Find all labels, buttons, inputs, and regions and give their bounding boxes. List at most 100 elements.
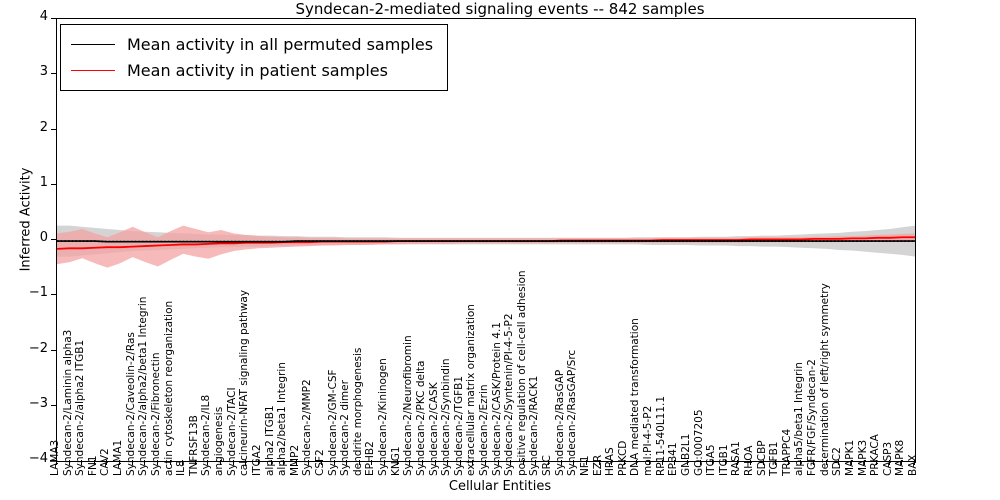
x-axis-tick: Syndecan-2/Kininogen: [377, 358, 390, 476]
y-axis-tick-mark: [51, 460, 56, 461]
x-axis-tick-mark: [787, 460, 789, 465]
legend-entry-patient: Mean activity in patient samples: [71, 57, 433, 83]
x-axis-tick-mark: [535, 460, 537, 465]
x-axis-tick-mark: [421, 460, 423, 465]
x-axis-tick-mark: [611, 460, 613, 465]
x-axis-tick-mark: [661, 460, 663, 465]
x-axis-tick: Syndecan-2/RACK1: [528, 375, 541, 476]
x-axis-tick-mark: [93, 460, 95, 465]
x-axis-tick-mark: [876, 460, 878, 465]
x-axis-tick-mark: [56, 460, 57, 465]
x-axis-tick: ITGA5: [705, 444, 718, 476]
x-axis-tick: MAPK8: [894, 439, 907, 476]
x-axis-tick: Syndecan-2/Caveolin-2/Ras: [124, 332, 137, 476]
x-axis-tick: BAX: [907, 454, 919, 476]
x-axis-tick: Syndecan-2/IL8: [200, 394, 213, 476]
x-axis-tick: Syndecan-2 dimer: [339, 380, 352, 476]
y-axis-tick: 4: [39, 9, 48, 24]
x-axis-tick: TRAPPC4: [780, 428, 793, 476]
x-axis-tick-mark: [144, 460, 146, 465]
y-axis-tick-mark: [51, 128, 56, 130]
x-axis-tick: TGFB1: [768, 441, 781, 476]
x-axis-tick-mark: [472, 460, 474, 465]
x-axis-tick: Syndecan-2/RasGAP: [553, 369, 566, 476]
x-axis-tick-mark: [686, 460, 688, 465]
x-axis-tick-mark: [510, 460, 512, 465]
x-axis-tick: CSF2: [313, 449, 326, 476]
x-axis-tick: FN1: [86, 455, 99, 476]
x-axis-tick-mark: [257, 460, 259, 465]
x-axis-tick: Syndecan-2/CASK/Protein 4.1: [490, 322, 503, 476]
x-axis-tick-mark: [699, 460, 701, 465]
chart-legend: Mean activity in all permuted samples Me…: [60, 24, 449, 91]
x-axis-tick: HRAS: [604, 447, 617, 476]
x-axis-tick-mark: [825, 460, 827, 465]
x-axis-tick-mark: [434, 460, 436, 465]
x-axis-tick-mark: [914, 460, 915, 465]
x-axis-tick: Syndecan-2/TGFB1: [452, 375, 465, 476]
x-axis-tick-mark: [320, 460, 322, 465]
x-axis-tick-mark: [585, 460, 587, 465]
x-axis-tick: ITGA2: [250, 444, 263, 476]
x-axis-tick: GO:0007205: [692, 409, 705, 476]
plot-area: [56, 18, 916, 462]
x-axis-tick: LAMA1: [112, 439, 125, 476]
x-axis-tick-mark: [800, 460, 802, 465]
y-axis-tick-mark: [51, 73, 56, 75]
x-axis-tick: angiogenesis: [213, 406, 226, 476]
x-axis-tick: DNA mediated transformation: [629, 318, 642, 476]
x-axis-tick: EPB41: [667, 442, 680, 476]
x-axis-tick: RASA1: [730, 441, 743, 476]
x-axis-tick-mark: [485, 460, 486, 465]
x-axis-tick: SRC: [541, 455, 554, 476]
y-axis-tick: 3: [39, 64, 48, 80]
x-axis-tick-mark: [522, 460, 524, 465]
chart-title: Syndecan-2-mediated signaling events -- …: [295, 0, 705, 18]
x-axis-tick: extracellular matrix organization: [465, 304, 478, 476]
x-axis-tick-mark: [459, 460, 461, 465]
x-axis-tick-mark: [409, 460, 411, 465]
x-axis-tick-mark: [81, 460, 83, 465]
chart-canvas: [57, 225, 915, 268]
x-axis-tick-mark: [308, 460, 310, 465]
x-axis-tick-mark: [813, 460, 815, 465]
x-axis-tick-mark: [901, 460, 903, 465]
x-axis-tick-mark: [106, 460, 108, 465]
x-axis-tick: GNB2L1: [679, 433, 692, 476]
x-axis-label: Cellular Entities: [448, 479, 552, 494]
legend-swatch-permuted: [71, 43, 115, 45]
x-axis-tick-mark: [548, 460, 550, 465]
x-axis-tick: LAMA3: [49, 439, 61, 476]
x-axis-tick: MAPK3: [856, 439, 869, 476]
x-axis-tick: CASP3: [881, 441, 894, 476]
x-axis-tick-mark: [384, 460, 386, 465]
x-axis-tick-mark: [220, 460, 222, 465]
x-axis-tick: NF1: [578, 455, 591, 476]
x-axis-tick-mark: [119, 460, 121, 465]
x-axis-tick-mark: [762, 460, 764, 465]
x-axis-tick-mark: [838, 460, 840, 465]
y-axis-tick-mark: [51, 183, 56, 185]
x-axis-tick: dendrite morphogenesis: [351, 347, 364, 476]
x-axis-tick-mark: [182, 460, 184, 465]
legend-label-patient: Mean activity in patient samples: [127, 60, 388, 80]
x-axis-tick: Syndecan-2/RasGAP/Src: [566, 349, 579, 476]
x-axis-tick: RHOA: [742, 445, 755, 476]
x-axis-tick: PRKACA: [869, 434, 882, 476]
x-axis-tick: ITGB1: [717, 444, 730, 476]
x-axis-tick-mark: [560, 460, 562, 465]
x-axis-tick-mark: [245, 460, 247, 465]
x-axis-tick: alpha2/beta1 Integrin: [276, 362, 289, 476]
x-axis-tick-mark: [636, 460, 638, 465]
x-axis-tick-mark: [749, 460, 751, 465]
x-axis-tick-mark: [232, 460, 234, 465]
x-axis-tick-mark: [649, 460, 651, 465]
x-axis-tick: IL8: [175, 460, 188, 476]
y-axis-tick-mark: [51, 349, 56, 351]
x-axis-tick: EZR: [591, 454, 604, 476]
x-axis-tick-mark: [712, 460, 714, 465]
x-axis-tick: KNG1: [389, 446, 402, 476]
y-axis-tick-mark: [51, 18, 56, 19]
y-axis-tick-mark: [51, 294, 56, 296]
y-axis-tick: 0: [39, 230, 48, 245]
